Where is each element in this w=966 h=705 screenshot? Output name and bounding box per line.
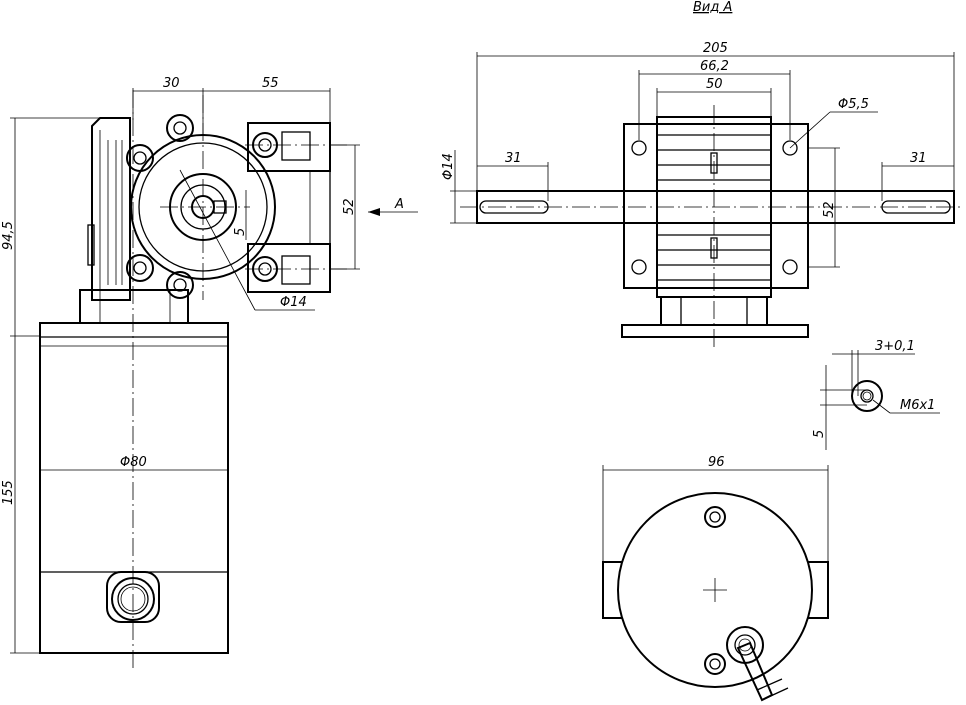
dim-phi14-side: Φ14	[280, 295, 307, 310]
dim-55: 55	[262, 76, 279, 91]
dim-phi5-5: Φ5,5	[838, 97, 869, 112]
dim-30: 30	[163, 76, 180, 91]
dim-50: 50	[706, 77, 723, 92]
dim-5-detail: 5	[812, 430, 827, 438]
dim-left-vertical: 94,5 155	[1, 117, 100, 654]
dim-3-0-1: 3+0,1	[875, 339, 915, 354]
dim-top-left: 30 55	[132, 76, 331, 135]
dim-155: 155	[1, 480, 16, 505]
dim-31-right: 31	[910, 151, 927, 166]
dim-phi14-front: Φ14	[441, 153, 456, 180]
gearbox-housing	[87, 114, 331, 301]
rear-view: 96	[602, 455, 829, 702]
side-view: 30 55 94,5 155 Φ80 5 Φ14 52 А	[1, 76, 418, 670]
front-view-a: Вид А 2	[441, 0, 962, 350]
dim-66-2: 66,2	[700, 59, 729, 74]
view-arrow-label: А	[394, 197, 404, 212]
dim-96: 96	[708, 455, 725, 470]
dim-52-side: 52	[342, 198, 357, 215]
dim-31-left: 31	[505, 151, 522, 166]
motor-body	[39, 289, 229, 654]
dim-key-5: 5	[233, 228, 248, 236]
thread-detail: 3+0,1 5 M6x1	[812, 339, 940, 450]
dim-205: 205	[703, 41, 728, 56]
dim-front-top: 205 66,2 50	[476, 41, 955, 191]
dim-m6x1: M6x1	[900, 398, 935, 413]
dim-52-front: 52	[822, 201, 837, 218]
dim-phi80: Φ80	[120, 455, 147, 470]
view-a-title: Вид А	[693, 0, 732, 15]
dim-94-5: 94,5	[1, 221, 16, 250]
